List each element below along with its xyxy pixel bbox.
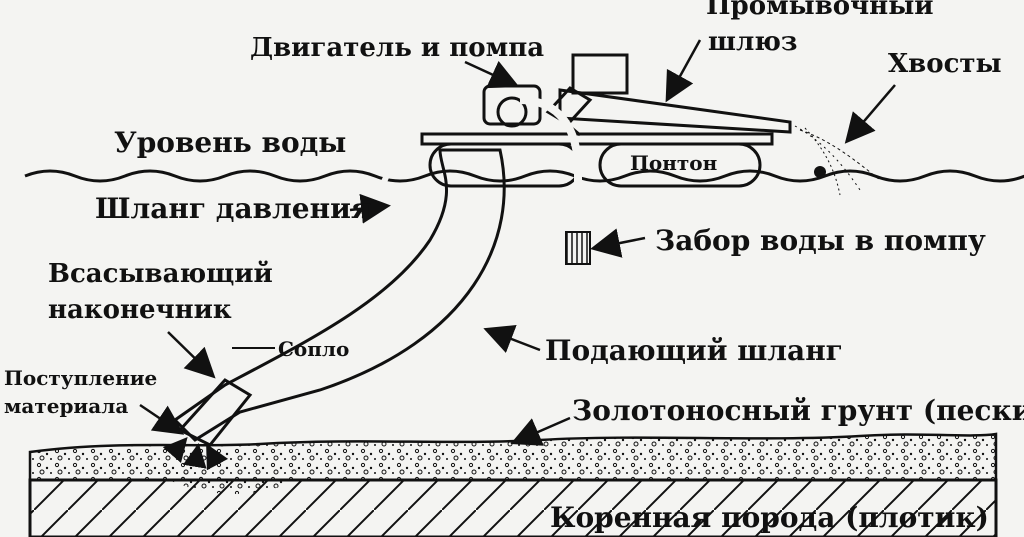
label-gold-soil: Золотоносный грунт (пески) [572,394,1024,427]
arrow-tailings [844,84,896,144]
label-material-inflow-1: Поступление [4,366,157,390]
label-tailings: Хвосты [888,49,1002,79]
arrow-intake [590,228,646,258]
engine-box [571,53,629,95]
arrow-suction [167,331,216,379]
arrow-material [139,403,185,435]
water-surface [24,169,1024,183]
arrow-gold-soil [510,416,571,446]
label-suction-nozzle-2: наконечник [48,295,232,325]
label-pressure-hose: Шланг давления [95,192,372,225]
label-flushing-sluice-1: Промывочный [706,0,934,21]
label-engine-pump: Двигатель и помпа [250,33,544,63]
label-suction-nozzle-1: Всасывающий [48,259,273,289]
label-pump-water-intake: Забор воды в помпу [655,224,986,257]
tailings-spray [794,125,881,196]
label-pontoon: Понтон [630,151,717,175]
label-feed-hose: Подающий шланг [545,334,843,367]
intake-strainer [565,231,591,265]
label-bedrock: Коренная порода (плотик) [550,501,989,534]
label-jet: Сопло [278,337,349,361]
label-material-inflow-2: материала [4,394,128,418]
arrow-pressure-hose [349,193,391,224]
label-flushing-sluice-2: шлюз [708,27,798,57]
feed-hose [172,148,506,442]
material-inflow-arrows [162,436,229,471]
arrow-sluice [665,39,702,103]
engine-pump [482,84,542,126]
label-water-level: Уровень воды [114,126,346,159]
arrow-engine-pump [464,60,520,89]
arrow-feed-hose [483,324,541,353]
bedrock-layer [28,478,998,537]
